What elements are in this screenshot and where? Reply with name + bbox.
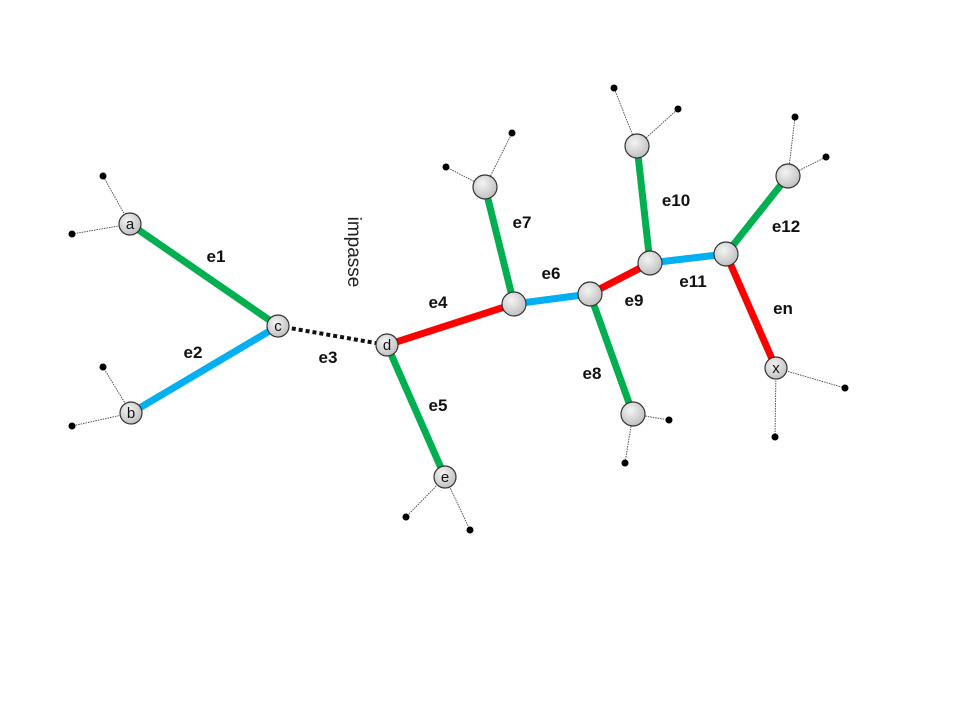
edge-label-e6: e6 <box>542 264 561 283</box>
stub-endpoint <box>841 384 849 392</box>
node-n8 <box>620 401 646 427</box>
node-circle <box>119 401 143 425</box>
node-label: x <box>772 360 780 377</box>
node-n6 <box>501 291 527 317</box>
edge-e12 <box>723 173 791 257</box>
node-label: b <box>127 405 135 422</box>
node-circle <box>624 133 650 159</box>
edge-e4 <box>385 300 516 349</box>
stub-endpoint <box>68 422 76 430</box>
stub-line <box>102 175 131 225</box>
edge-en <box>722 252 780 370</box>
node-n9 <box>577 281 603 307</box>
node-a: a <box>118 212 142 236</box>
node-label: a <box>126 216 135 233</box>
node-n12 <box>713 241 739 267</box>
node-circle <box>266 314 290 338</box>
edge-label-e4: e4 <box>429 293 448 312</box>
edge-e6 <box>513 290 591 308</box>
stub-endpoint <box>822 153 830 161</box>
edge-e1 <box>128 221 280 329</box>
stub-endpoint <box>99 172 107 180</box>
stub-line <box>774 367 777 438</box>
node-circle <box>118 212 142 236</box>
edge-label-e7: e7 <box>513 213 532 232</box>
edge-label-e10: e10 <box>662 191 690 210</box>
node-circle <box>577 281 603 307</box>
edge-e11 <box>649 250 727 267</box>
edge-label-e11: e11 <box>679 272 706 291</box>
edge-label-e9: e9 <box>625 291 644 310</box>
node-circle <box>472 174 498 200</box>
stub-endpoint <box>791 113 799 121</box>
node-circle <box>620 401 646 427</box>
stub-endpoint <box>466 526 474 534</box>
node-n7 <box>472 174 498 200</box>
node-n13 <box>775 163 801 189</box>
stub-endpoint <box>771 433 779 441</box>
node-circle <box>775 163 801 189</box>
node-n11 <box>637 250 663 276</box>
node-c: c <box>266 314 290 338</box>
stub-endpoint <box>68 230 76 238</box>
edge-e2 <box>129 322 280 417</box>
edge-e5 <box>383 343 449 479</box>
stub-line <box>405 476 446 518</box>
edge-label-e1: e1 <box>207 247 226 266</box>
stub-line <box>787 156 827 177</box>
edge-label-en: en <box>773 299 793 318</box>
node-circle <box>501 291 527 317</box>
stub-line <box>444 476 471 531</box>
stub-endpoint <box>621 459 629 467</box>
edge-e8 <box>586 292 637 416</box>
edge-label-e2: e2 <box>184 343 203 362</box>
stub-endpoint <box>674 105 682 113</box>
node-circle <box>375 333 399 357</box>
stub-endpoint <box>508 129 516 137</box>
node-n10 <box>624 133 650 159</box>
stub-endpoint <box>402 513 410 521</box>
edge-e10 <box>633 145 654 264</box>
node-b: b <box>119 401 143 425</box>
edge-label-e12: e12 <box>772 217 800 236</box>
stub-line <box>636 108 679 147</box>
edge-e3 <box>277 324 388 347</box>
node-e: e <box>433 465 457 489</box>
node-label: d <box>383 337 391 354</box>
node-circle <box>637 250 663 276</box>
node-x: x <box>764 356 788 380</box>
stub-endpoint <box>442 163 450 171</box>
edge-label-e3: e3 <box>319 348 338 367</box>
stub-endpoint <box>610 84 618 92</box>
stub-endpoint <box>665 416 673 424</box>
edge-label-e8: e8 <box>583 364 602 383</box>
stub-line <box>775 367 846 389</box>
node-circle <box>713 241 739 267</box>
stub-endpoint <box>99 363 107 371</box>
impasse-annotation: impasse <box>343 217 364 288</box>
node-d: d <box>375 333 399 357</box>
node-label: c <box>274 318 282 335</box>
edge-e7 <box>481 186 518 305</box>
node-circle <box>433 465 457 489</box>
node-circle <box>764 356 788 380</box>
edge-label-e5: e5 <box>429 396 448 415</box>
node-label: e <box>441 469 449 486</box>
